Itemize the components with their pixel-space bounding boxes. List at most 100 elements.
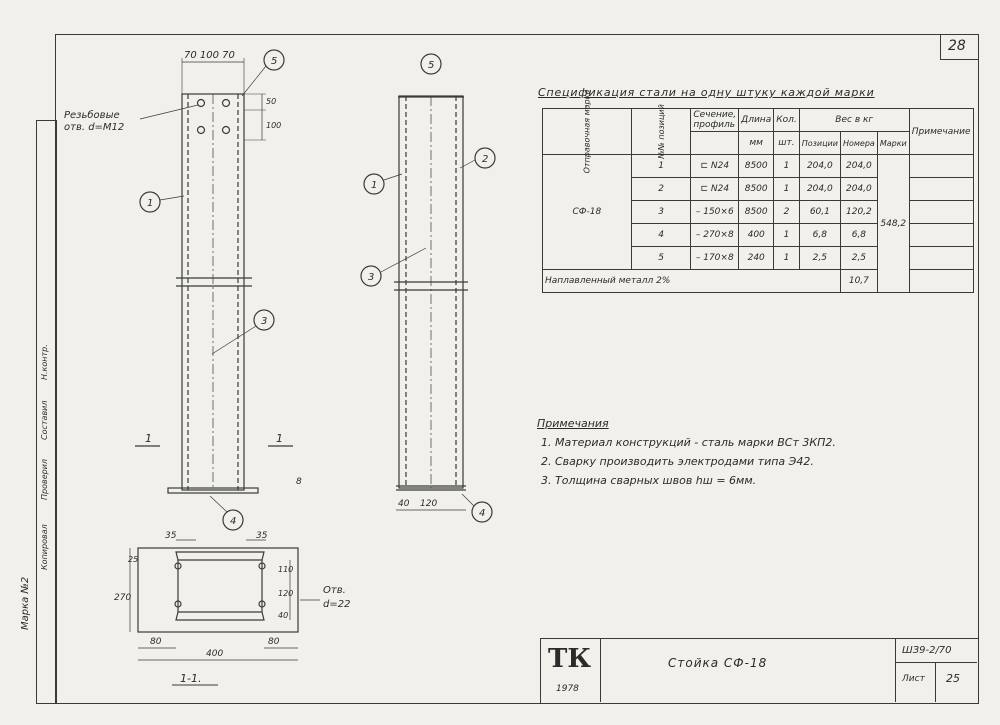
dim-100: 100 xyxy=(266,121,281,130)
sheet-number: 28 xyxy=(948,38,966,54)
section-120: 120 xyxy=(278,589,293,598)
section-80a: 80 xyxy=(150,637,162,647)
callout-4-left-label: 4 xyxy=(230,516,236,527)
row-note xyxy=(908,269,974,293)
hole-label-1: Резьбовые xyxy=(64,109,120,121)
dim-120: 120 xyxy=(420,499,437,509)
row-length: 240 xyxy=(738,246,775,270)
section-35a: 35 xyxy=(165,531,177,541)
row-section: ⊏ N24 xyxy=(690,154,740,178)
row-qty: 1 xyxy=(773,223,800,247)
row-note xyxy=(908,177,974,201)
callout-1-right xyxy=(363,173,385,195)
dim-40: 40 xyxy=(398,499,410,509)
row-length: 8500 xyxy=(738,177,775,201)
hdr-pos: №№ позиций xyxy=(656,104,666,159)
callout-3-right-label: 3 xyxy=(368,272,374,283)
row-qty: 1 xyxy=(773,154,800,178)
notes-title: Примечания xyxy=(537,417,609,430)
title-block xyxy=(540,638,979,704)
hdr-qty: Кол. xyxy=(773,108,800,132)
hdr-w-num: Номера xyxy=(839,131,878,155)
table-row: 2 ⊏ N24 8500 1 204,0 204,0 xyxy=(543,177,974,201)
section-25: 25 xyxy=(128,555,138,564)
hole-label-2: отв. d=M12 xyxy=(64,122,124,133)
bolt-hole xyxy=(221,98,231,108)
row-qty: 1 xyxy=(773,246,800,270)
hole-note-2: d=22 xyxy=(323,599,350,610)
year: 1978 xyxy=(556,684,579,694)
callout-1-right-label: 1 xyxy=(371,180,377,191)
sheet-frame xyxy=(55,34,979,704)
weld-value: 10,7 xyxy=(839,269,878,293)
table-row: 5 – 170×8 240 1 2,5 2,5 xyxy=(543,246,974,270)
row-w-pos: 6,8 xyxy=(798,223,841,247)
row-w-pos: 2,5 xyxy=(798,246,841,270)
callout-4-right xyxy=(471,501,493,523)
bolt-hole xyxy=(221,125,231,135)
anchor-hole xyxy=(258,600,266,608)
hdr-blank xyxy=(690,131,740,155)
hdr-w-pos: Позиции xyxy=(798,131,841,155)
row-note xyxy=(908,223,974,247)
base-plate-section xyxy=(137,547,299,633)
sheet-label: Лист xyxy=(902,674,925,684)
hole-note-1: Отв. xyxy=(323,585,346,596)
note-1: 1. Материал конструкций - сталь марки ВС… xyxy=(541,436,836,449)
callout-1-left-label: 1 xyxy=(147,198,153,209)
title-block-divider-3 xyxy=(895,662,977,663)
title-block-divider-4 xyxy=(935,662,936,702)
row-pos: 4 xyxy=(630,223,692,247)
spec-title: Спецификация стали на одну штуку каждой … xyxy=(538,86,875,99)
hdr-length-unit: мм xyxy=(738,131,775,155)
row-note xyxy=(908,154,974,178)
row-w-num: 204,0 xyxy=(839,177,878,201)
row-pos: 3 xyxy=(630,200,692,224)
callout-3-left xyxy=(253,309,275,331)
cut-mark-left: 1 xyxy=(145,432,152,445)
row-qty: 1 xyxy=(773,177,800,201)
callout-3-left-label: 3 xyxy=(261,316,267,327)
hdr-mark: Отправочная марка xyxy=(582,89,592,174)
mark-cell: СФ-18 xyxy=(542,154,632,270)
callout-5-right-label: 5 xyxy=(428,60,434,71)
callout-3-right xyxy=(360,265,382,287)
dim-50: 50 xyxy=(266,97,276,106)
anchor-hole xyxy=(174,562,182,570)
sheet-number-box xyxy=(940,34,979,60)
row-w-num: 204,0 xyxy=(839,154,878,178)
table-row-weld: Наплавленный металл 2% 10,7 xyxy=(542,269,974,293)
row-qty: 2 xyxy=(773,200,800,224)
row-section: – 270×8 xyxy=(690,223,740,247)
row-w-pos: 204,0 xyxy=(798,154,841,178)
bolt-hole xyxy=(196,125,206,135)
row-w-num: 2,5 xyxy=(839,246,878,270)
row-section: – 150×6 xyxy=(690,200,740,224)
row-pos: 5 xyxy=(630,246,692,270)
row-pos: 1 xyxy=(630,154,692,178)
title-block-divider-1 xyxy=(600,638,601,702)
title-block-divider-2 xyxy=(895,638,896,702)
channel-top xyxy=(175,551,265,561)
notes: Примечания 1. Материал конструкций - ста… xyxy=(537,414,836,490)
callout-5-left-label: 5 xyxy=(271,56,277,67)
callout-2-right-label: 2 xyxy=(482,154,488,165)
callout-5-left xyxy=(263,49,285,71)
row-section: ⊏ N24 xyxy=(690,177,740,201)
callout-4-left xyxy=(222,509,244,531)
section-40: 40 xyxy=(278,611,288,620)
callout-2-right xyxy=(474,147,496,169)
callout-4-right-label: 4 xyxy=(479,508,485,519)
callout-5-right xyxy=(420,53,442,75)
note-3: 3. Толщина сварных швов hш = 6мм. xyxy=(541,474,757,487)
row-w-pos: 60,1 xyxy=(798,200,841,224)
spec-table: Отправочная марка №№ позиций Сечение, пр… xyxy=(542,90,974,293)
dim-top: 70 100 70 xyxy=(184,50,235,61)
row-w-num: 120,2 xyxy=(839,200,878,224)
section-400: 400 xyxy=(206,649,223,659)
base-plate xyxy=(167,487,259,494)
bolt-hole xyxy=(196,98,206,108)
anchor-hole xyxy=(174,600,182,608)
